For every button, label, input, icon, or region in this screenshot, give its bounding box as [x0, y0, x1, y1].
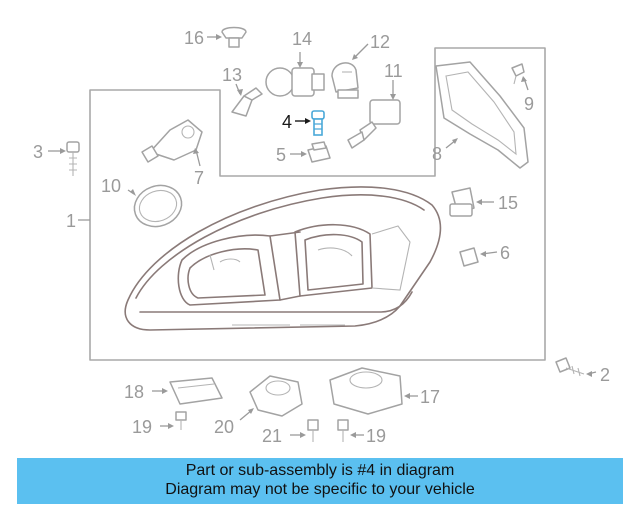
part-9-screw [511, 63, 525, 85]
part-12-bulb [331, 62, 359, 99]
part-11-bulb [347, 99, 401, 149]
callout-15: 15 [498, 193, 518, 213]
part-10-ring [133, 184, 183, 228]
part-3-screw [66, 141, 80, 176]
leader-lines [48, 34, 597, 438]
callout-labels: 16 14 12 13 11 9 4 3 5 7 8 10 15 1 6 2 1… [33, 28, 610, 446]
callout-5: 5 [276, 145, 286, 165]
headlamp-assembly [124, 186, 442, 331]
callout-21: 21 [262, 426, 282, 446]
part-14-bulb [265, 67, 325, 97]
callout-14: 14 [292, 29, 312, 49]
callout-20: 20 [214, 417, 234, 437]
callout-10: 10 [101, 176, 121, 196]
part-7-socket [141, 119, 203, 163]
part-5-clip [307, 141, 331, 163]
callout-12: 12 [370, 32, 390, 52]
part-15-bracket [449, 187, 475, 217]
callout-13: 13 [222, 65, 242, 85]
part-18-module [169, 377, 223, 405]
callout-1: 1 [66, 211, 76, 231]
callout-19-right: 19 [366, 426, 386, 446]
part-8-frame [435, 61, 529, 169]
banner-line-1: Part or sub-assembly is #4 in diagram [185, 462, 455, 479]
part-6-clip [459, 247, 479, 267]
callout-16: 16 [184, 28, 204, 48]
callout-6: 6 [500, 243, 510, 263]
callout-17: 17 [420, 387, 440, 407]
callout-4: 4 [282, 112, 292, 132]
assembly-outline [89, 47, 546, 361]
part-19-bolt-right [337, 419, 349, 442]
part-21-bolt [307, 419, 319, 442]
callout-3: 3 [33, 142, 43, 162]
part-16-cap [221, 26, 247, 48]
part-20-control-unit [249, 375, 303, 417]
banner-line-2: Diagram may not be specific to your vehi… [165, 481, 475, 498]
part-13-bulb [231, 87, 263, 117]
callout-11: 11 [384, 61, 403, 81]
callout-19-left: 19 [132, 417, 152, 437]
part-4-screw [311, 110, 325, 136]
info-banner: Part or sub-assembly is #4 in diagram Di… [17, 458, 623, 504]
callout-2: 2 [600, 365, 610, 385]
callout-18: 18 [124, 382, 144, 402]
part-19-bolt-left [175, 411, 187, 430]
part-2-screw [555, 357, 585, 377]
callout-7: 7 [194, 168, 204, 188]
part-17-ballast [329, 367, 403, 415]
callout-9: 9 [524, 94, 534, 114]
callout-8: 8 [432, 144, 442, 164]
